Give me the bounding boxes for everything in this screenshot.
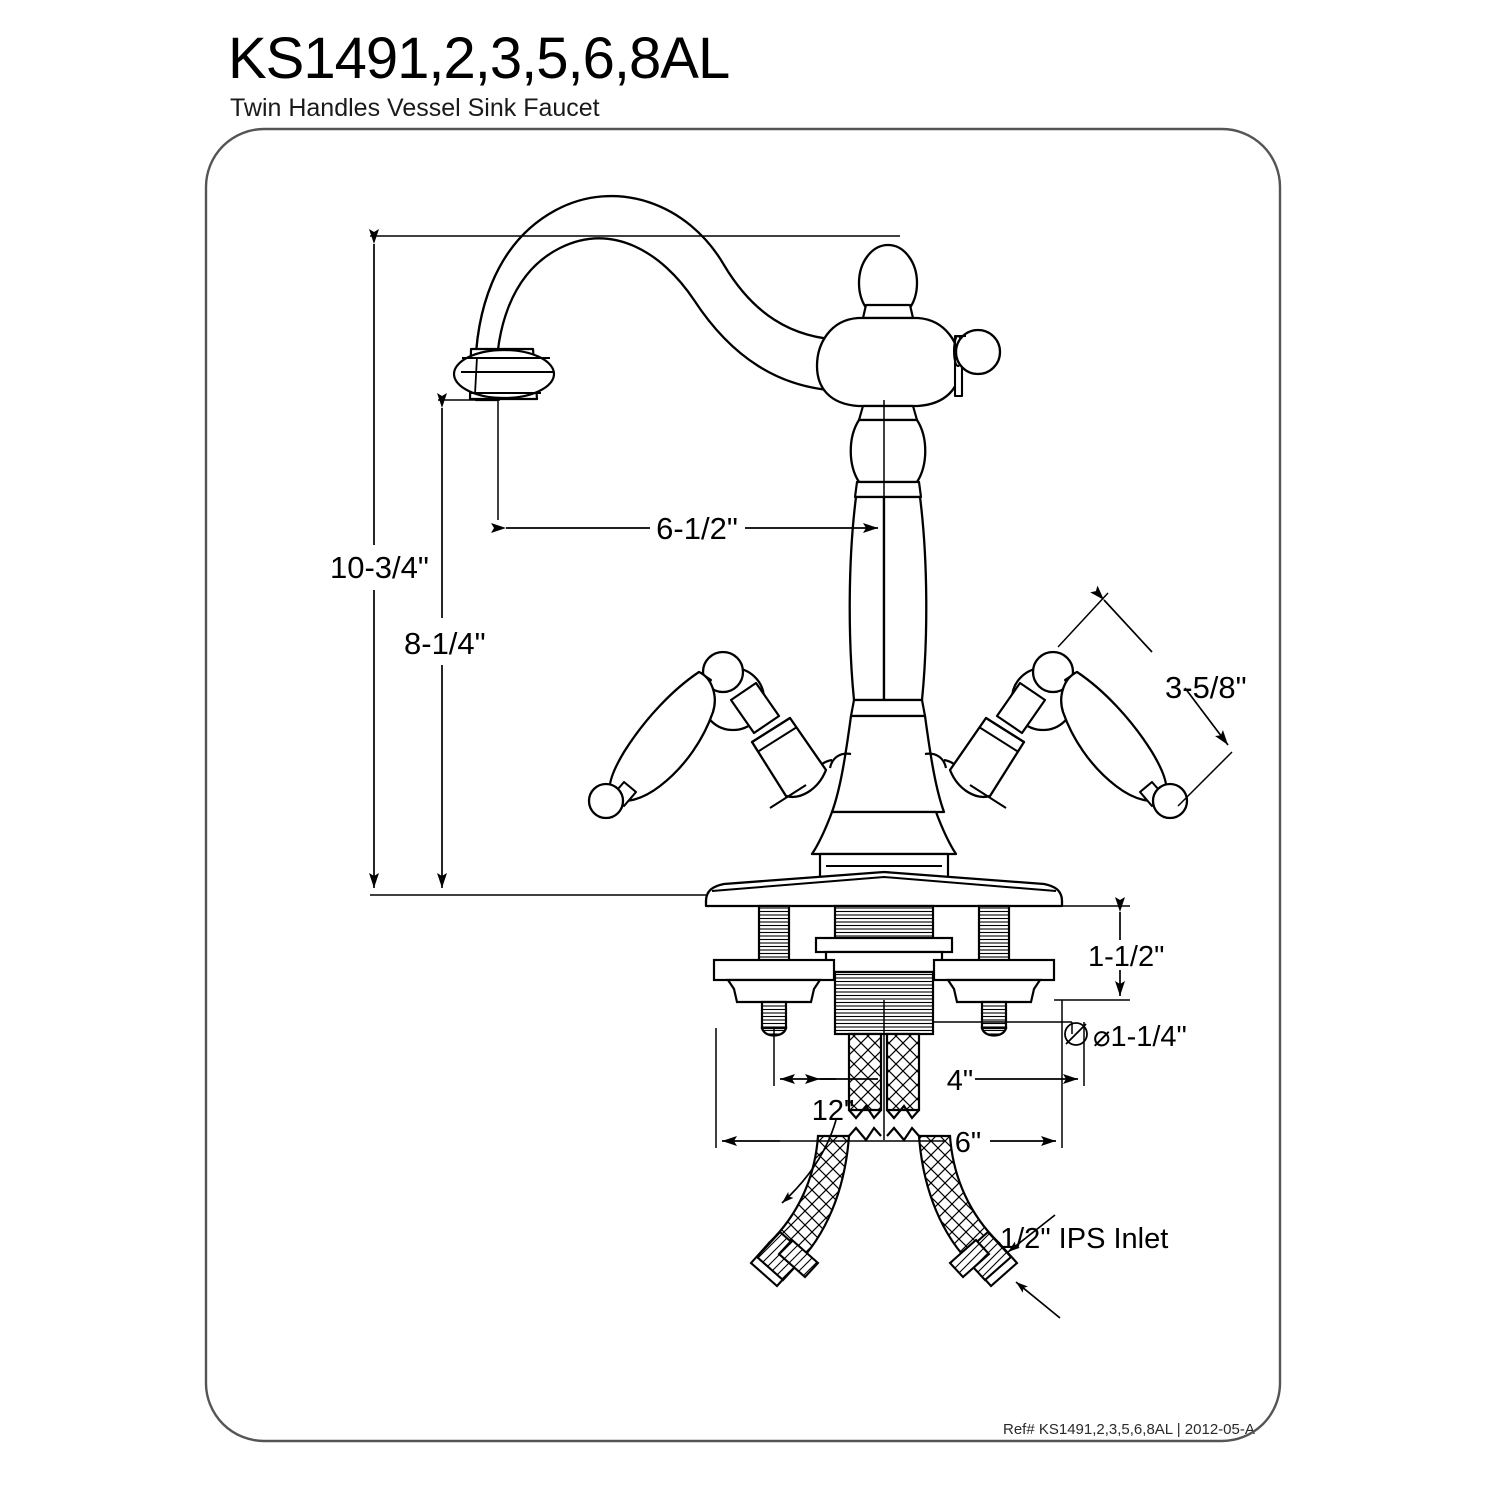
handle-right [948,650,1189,820]
sheet-border [204,127,1282,1443]
finial [857,243,919,323]
dimension-annotations [369,229,1233,1319]
dim-label-spout-height: 8-1/4" [404,626,486,661]
annotation-label-ips-inlet: 1/2" IPS Inlet [1000,1223,1168,1255]
faucet-assembly [452,195,1189,908]
dim-label-shank-diameter: ⌀1-1/4" [1093,1021,1187,1053]
handle-left [587,650,828,820]
mount-post-left [712,904,836,1037]
dimension-spout-height [437,393,500,888]
dimension-labels: 10-3/4" 8-1/4" 6-1/2" 3-5/8" 1-1/2" ⌀1-1… [330,511,1247,1255]
annotation-ips-inlet [1007,1214,1061,1319]
dimension-shank-diameter [933,1021,1088,1046]
dimension-overall-height [369,229,900,896]
dim-label-overall-height: 10-3/4" [330,550,429,585]
dim-label-handle-spread: 4" [947,1065,973,1097]
page-subtitle: Twin Handles Vessel Sink Faucet [230,94,600,122]
supply-hose-right [885,1032,1019,1288]
footer-reference: Ref# KS1491,2,3,5,6,8AL | 2012-05-A [1003,1421,1255,1438]
center-flange [814,936,954,974]
dimension-shank-length [1054,897,1130,1001]
dimension-spout-reach [491,400,885,560]
spout-hub [815,316,1002,422]
dim-label-spout-reach: 6-1/2" [656,511,738,546]
deck-plate [704,870,1064,908]
dim-label-hose-length: 12" [812,1095,855,1127]
dimension-hose-length [773,1028,885,1204]
page-title: KS1491,2,3,5,6,8AL [228,26,730,91]
dim-label-mounting-spread: 6" [955,1127,981,1159]
dim-label-shank-length: 1-1/2" [1088,941,1164,973]
dimension-mounting-spread [715,1000,1063,1148]
dim-label-handle-length: 3-5/8" [1165,670,1247,705]
aerator [452,347,556,401]
supply-hose-left [749,1032,883,1288]
dimension-handle-length [1057,585,1233,807]
mount-post-right [932,904,1056,1037]
